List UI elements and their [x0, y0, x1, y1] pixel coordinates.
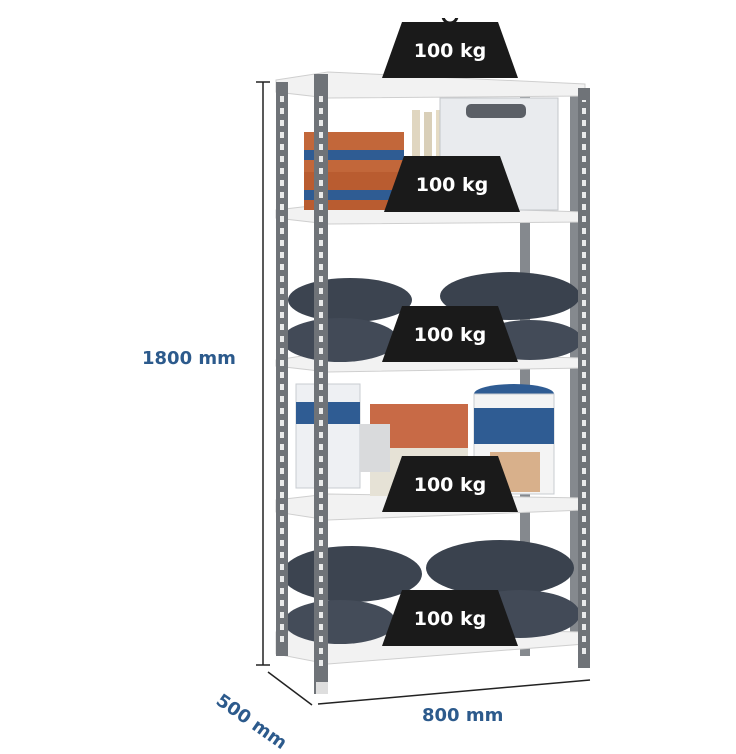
shelving-unit-illustration [256, 71, 591, 706]
height-dimension-line [256, 81, 270, 666]
weight-icon [384, 156, 520, 212]
weight-top-shelf: 100 kg [380, 7, 520, 78]
weight-shelf-3: 100 kg [380, 302, 520, 362]
weight-label: 100 kg [413, 608, 487, 630]
shelving-unit-product-image: 1800 mm 500 mm 800 mm 100 kg 100 kg 100 … [142, 7, 591, 754]
depth-dimension-line [267, 671, 313, 706]
weight-label: 100 kg [413, 474, 487, 496]
height-dimension-label: 1800 mm [142, 348, 236, 369]
weight-icon [382, 306, 518, 362]
weight-shelf-2: 100 kg [382, 152, 522, 212]
weight-icon [382, 590, 518, 646]
weight-icon [382, 456, 518, 512]
weight-bottom-shelf: 100 kg [380, 586, 520, 646]
weight-label: 100 kg [413, 324, 487, 346]
weight-label: 100 kg [413, 40, 487, 62]
weight-label: 100 kg [415, 174, 489, 196]
upright-perforations [280, 90, 586, 670]
weight-shelf-4: 100 kg [380, 452, 520, 512]
width-dimension-line [317, 679, 591, 705]
width-dimension-label: 800 mm [422, 705, 504, 726]
